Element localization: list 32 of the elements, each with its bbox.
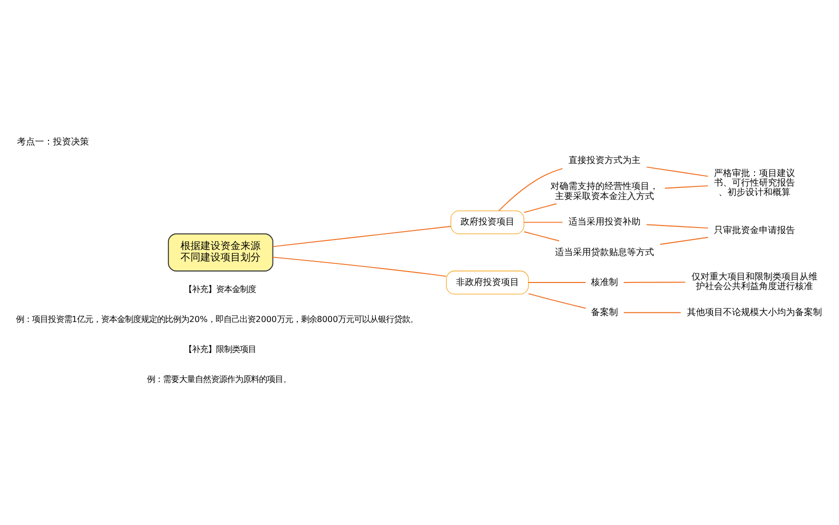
connector xyxy=(498,168,563,211)
node-box: 非政府投资项目 xyxy=(446,270,529,294)
connector xyxy=(524,202,557,212)
connector xyxy=(272,256,447,276)
node-text: 对确需支持的经营性项目，主要采取资本金注入方式 xyxy=(550,182,659,202)
connector xyxy=(528,292,586,308)
node-text: 适当采用投资补助 xyxy=(568,217,641,228)
connector xyxy=(660,236,708,244)
connector xyxy=(623,312,682,313)
node-text: 备案制 xyxy=(591,308,618,318)
node-text: 核准制 xyxy=(591,277,618,288)
connector xyxy=(524,230,560,241)
connector xyxy=(272,225,452,247)
label: 例：项目投资需1亿元，资本金制度规定的比例为20%，即自己出资2000万元，剩余8000万元可以从银行贷款。 xyxy=(16,313,418,324)
node-text: 严格审批：项目建议书、可行性研究报告、初步设计和概算 xyxy=(714,168,796,198)
connector xyxy=(646,166,708,176)
label: 【补充】资本金制度 xyxy=(184,283,256,294)
label: 例：需要大量自然资源作为原料的项目。 xyxy=(146,374,291,384)
node-text: 直接投资方式为主 xyxy=(568,156,641,166)
label: 【补充】限制类项目 xyxy=(184,343,256,354)
node-text: 仅对重大项目和限制类项目从维护社会公共利益角度进行核准 xyxy=(692,272,818,292)
node-box: 政府投资项目 xyxy=(450,210,524,234)
node-text: 适当采用贷款贴息等方式 xyxy=(555,247,654,258)
connector xyxy=(528,282,586,283)
node-box: 根据建设资金来源不同建设项目划分 xyxy=(168,232,274,271)
diagram-title: 考点一：投资决策 xyxy=(16,136,89,147)
connector xyxy=(524,221,563,222)
connector xyxy=(646,224,708,228)
node-text: 只审批资金申请报告 xyxy=(714,226,796,236)
connector xyxy=(664,184,708,188)
connector xyxy=(623,281,686,282)
node-text: 其他项目不论规模大小均为备案制 xyxy=(687,308,822,318)
